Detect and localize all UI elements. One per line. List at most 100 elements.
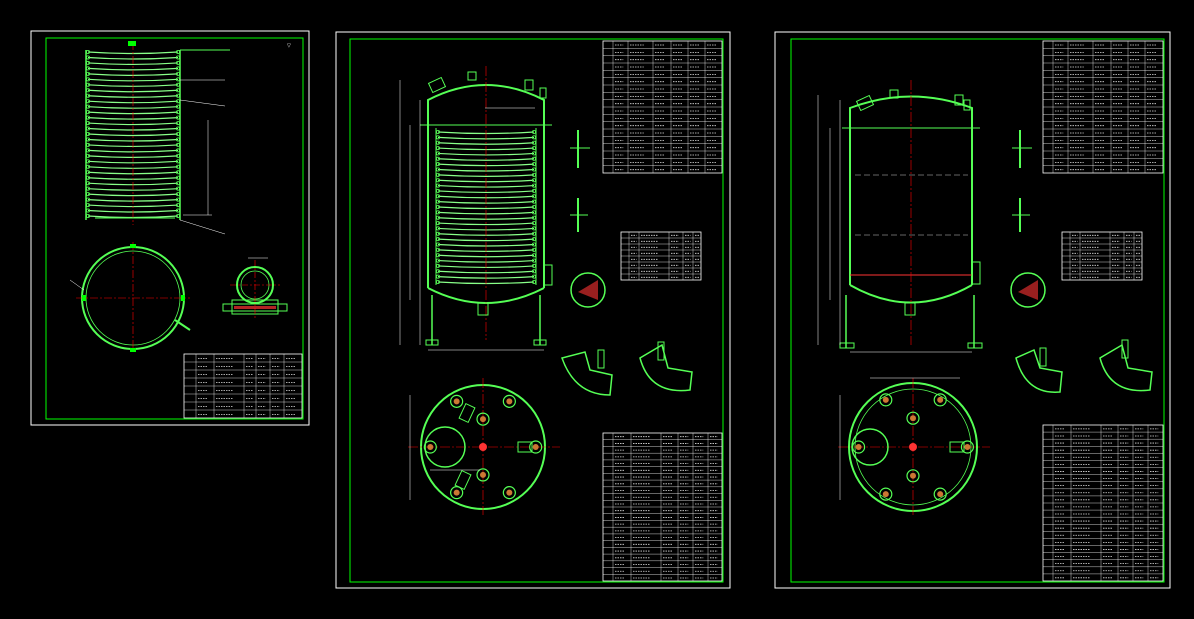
coil-turn <box>437 206 535 210</box>
coil-section <box>86 93 91 98</box>
coil-section <box>175 148 180 153</box>
sheet-3-parts-list <box>1042 424 1164 582</box>
coil-turn <box>87 160 179 164</box>
coil-section <box>86 55 91 60</box>
coil-section <box>86 208 91 213</box>
coil-turn <box>87 133 179 137</box>
plan-nozzle-core <box>882 396 889 403</box>
coil-section <box>175 66 180 71</box>
coil-turn <box>437 158 535 161</box>
sheet-2-nozzle-table <box>620 231 702 281</box>
coil-section <box>175 181 180 186</box>
sheet-1-frame <box>45 37 304 420</box>
plan-nozzle-core <box>480 416 486 423</box>
plan-nozzle <box>906 411 920 425</box>
plan-nozzle <box>476 412 490 426</box>
plan-nozzle-core <box>480 471 486 478</box>
plan-nozzle-core <box>910 415 916 422</box>
coil-section <box>86 170 91 175</box>
coil-section <box>175 50 180 55</box>
coil-turn <box>437 222 535 226</box>
coil-section <box>86 110 91 115</box>
coil-section <box>175 164 180 169</box>
coil-section <box>86 66 91 71</box>
coil-section <box>86 148 91 153</box>
plan-nozzle <box>529 440 543 454</box>
coil-section <box>86 99 91 104</box>
coil-section <box>175 60 180 65</box>
coil-section <box>175 192 180 197</box>
coil-turn <box>87 62 179 66</box>
coil-section <box>175 110 180 115</box>
coil-section <box>86 137 91 142</box>
coil-section <box>86 175 91 180</box>
sheet-3-detail-views <box>1010 130 1153 393</box>
coil-section <box>86 192 91 197</box>
plan-nozzle <box>450 486 464 500</box>
coil-section <box>86 197 91 202</box>
coil-section <box>86 121 91 126</box>
coil-plan-view <box>69 242 191 354</box>
plan-nozzle <box>960 440 975 454</box>
north-arrow-icon: ▽ <box>287 43 291 49</box>
sheet-2[interactable] <box>335 31 731 589</box>
coil-turn <box>87 188 179 191</box>
plan-nozzle <box>502 394 516 408</box>
coil-section <box>175 213 180 218</box>
plan-nozzle-core <box>937 396 944 403</box>
coil-turn <box>437 190 535 194</box>
plan-nozzle-core <box>910 472 916 479</box>
coil-turn <box>87 67 179 71</box>
coil-section <box>175 159 180 164</box>
plan-nozzle <box>879 393 893 407</box>
tank-elevation-without-coil <box>817 80 983 353</box>
tank-top-plan-view <box>408 378 560 515</box>
coil-section <box>175 99 180 104</box>
sheet-2-technical-table <box>602 40 723 174</box>
coil-section <box>86 186 91 191</box>
sheet-3-nozzle-table <box>1061 231 1143 281</box>
coil-section <box>86 88 91 93</box>
plan-nozzle <box>933 487 947 501</box>
sheet-1[interactable]: ▽ <box>30 30 310 426</box>
plan-center-nozzle <box>909 443 917 451</box>
sheet-3[interactable] <box>774 31 1171 589</box>
plan-nozzle <box>450 394 464 408</box>
coil-section <box>175 115 180 120</box>
coil-section <box>175 197 180 202</box>
coil-section <box>86 142 91 147</box>
coil-turn <box>87 122 179 126</box>
plan-nozzle-core <box>427 444 434 450</box>
coil-section <box>86 60 91 65</box>
plan-nozzle <box>879 487 893 501</box>
sheet-1-border <box>30 30 310 426</box>
plan-nozzle-core <box>532 444 539 450</box>
coil-turn <box>437 142 535 145</box>
sheet-2-border <box>335 31 731 589</box>
plan-nozzle-core <box>964 444 971 450</box>
coil-section <box>86 50 91 55</box>
coil-support-detail-view <box>222 257 288 318</box>
sheet-3-border <box>774 31 1171 589</box>
coil-section <box>175 55 180 60</box>
plan-nozzle-core <box>453 398 460 405</box>
coil-section <box>86 203 91 208</box>
plan-nozzle-core <box>855 444 862 450</box>
coil-section <box>86 77 91 82</box>
sheet-2-detail-views <box>561 130 693 396</box>
sheet-2-parts-list <box>602 432 723 582</box>
coil-turn <box>437 174 535 177</box>
plan-nozzle-core <box>506 398 513 405</box>
coil-section <box>86 153 91 158</box>
coil-turn <box>437 238 535 242</box>
coil-section <box>175 153 180 158</box>
coil-section <box>175 71 180 76</box>
sheet-3-frame <box>790 38 1165 583</box>
plan-nozzle-core <box>453 489 460 496</box>
coil-section <box>86 126 91 131</box>
tank-elevation-with-coil <box>399 66 553 351</box>
coil-section <box>175 121 180 126</box>
coil-section <box>86 181 91 186</box>
